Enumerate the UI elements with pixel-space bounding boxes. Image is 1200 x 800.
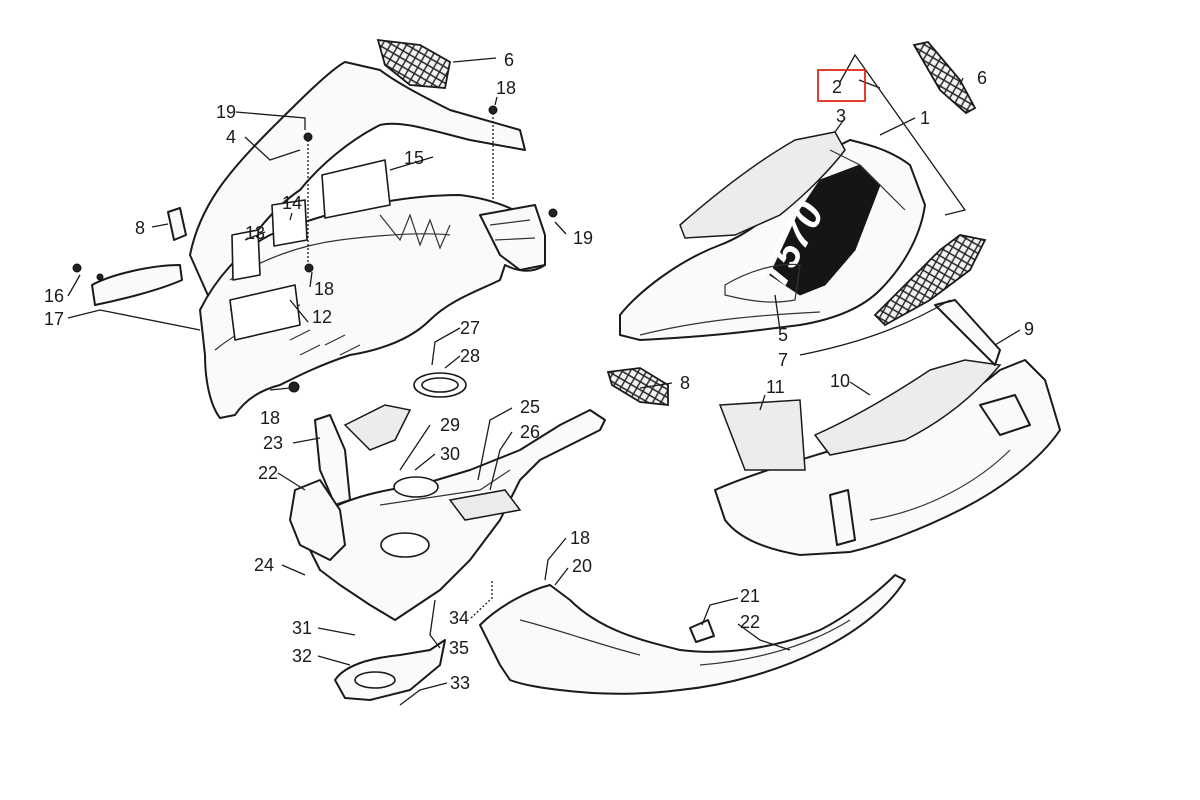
callout-11: 11: [766, 377, 785, 397]
hood-assembly: [189, 61, 558, 419]
leader-lines: [67, 53, 1021, 706]
vent-grille-right: [912, 41, 977, 115]
callout-19: 19: [216, 102, 236, 122]
side-panel-assembly: T570: [619, 131, 926, 341]
callout-35: 35: [449, 638, 469, 658]
callout-22: 22: [258, 463, 278, 483]
callout-2: 2: [832, 77, 842, 97]
callout-19: 19: [573, 228, 593, 248]
callout-15: 15: [404, 148, 424, 168]
highlight-box: [817, 69, 866, 102]
callout-12: 12: [312, 307, 332, 327]
callout-20: 20: [572, 556, 592, 576]
callout-18: 18: [570, 528, 590, 548]
callout-4: 4: [226, 127, 236, 147]
decal-panel-11: [718, 399, 806, 471]
callout-18: 18: [260, 408, 280, 428]
callout-33: 33: [450, 673, 470, 693]
vent-grille-top: [376, 38, 452, 89]
callout-24: 24: [254, 555, 274, 575]
callout-labels: 6 18 19 4 15 14 13 8 19 18 16 17 12 18 2…: [44, 50, 1034, 693]
callout-22: 22: [740, 612, 760, 632]
vent-grille-small: [606, 367, 669, 407]
callout-9: 9: [1024, 319, 1034, 339]
callout-18: 18: [496, 78, 516, 98]
callout-1: 1: [920, 108, 930, 128]
callout-26: 26: [520, 422, 540, 442]
running-board-assembly: [479, 574, 906, 695]
callout-8: 8: [135, 218, 145, 238]
callout-14: 14: [282, 193, 302, 213]
callout-30: 30: [440, 444, 460, 464]
callout-31: 31: [292, 618, 312, 638]
grab-handle: [91, 264, 183, 306]
callout-21: 21: [740, 586, 760, 606]
callout-29: 29: [440, 415, 460, 435]
callout-27: 27: [460, 318, 480, 338]
callout-7: 7: [778, 350, 788, 370]
callout-32: 32: [292, 646, 312, 666]
callout-6: 6: [977, 68, 987, 88]
lower-side-panel: [714, 299, 1061, 556]
vent-grille-large: [873, 234, 987, 327]
side-vent-left: [167, 207, 187, 241]
callout-23: 23: [263, 433, 283, 453]
callout-18: 18: [314, 279, 334, 299]
callout-6: 6: [504, 50, 514, 70]
callout-17: 17: [44, 309, 64, 329]
callout-5: 5: [778, 325, 788, 345]
callout-28: 28: [460, 346, 480, 366]
console-assembly: [289, 372, 606, 701]
callout-25: 25: [520, 397, 540, 417]
callout-8: 8: [680, 373, 690, 393]
callout-3: 3: [836, 106, 846, 126]
callout-16: 16: [44, 286, 64, 306]
callout-13: 13: [245, 223, 265, 243]
callout-34: 34: [449, 608, 469, 628]
callout-10: 10: [830, 371, 850, 391]
